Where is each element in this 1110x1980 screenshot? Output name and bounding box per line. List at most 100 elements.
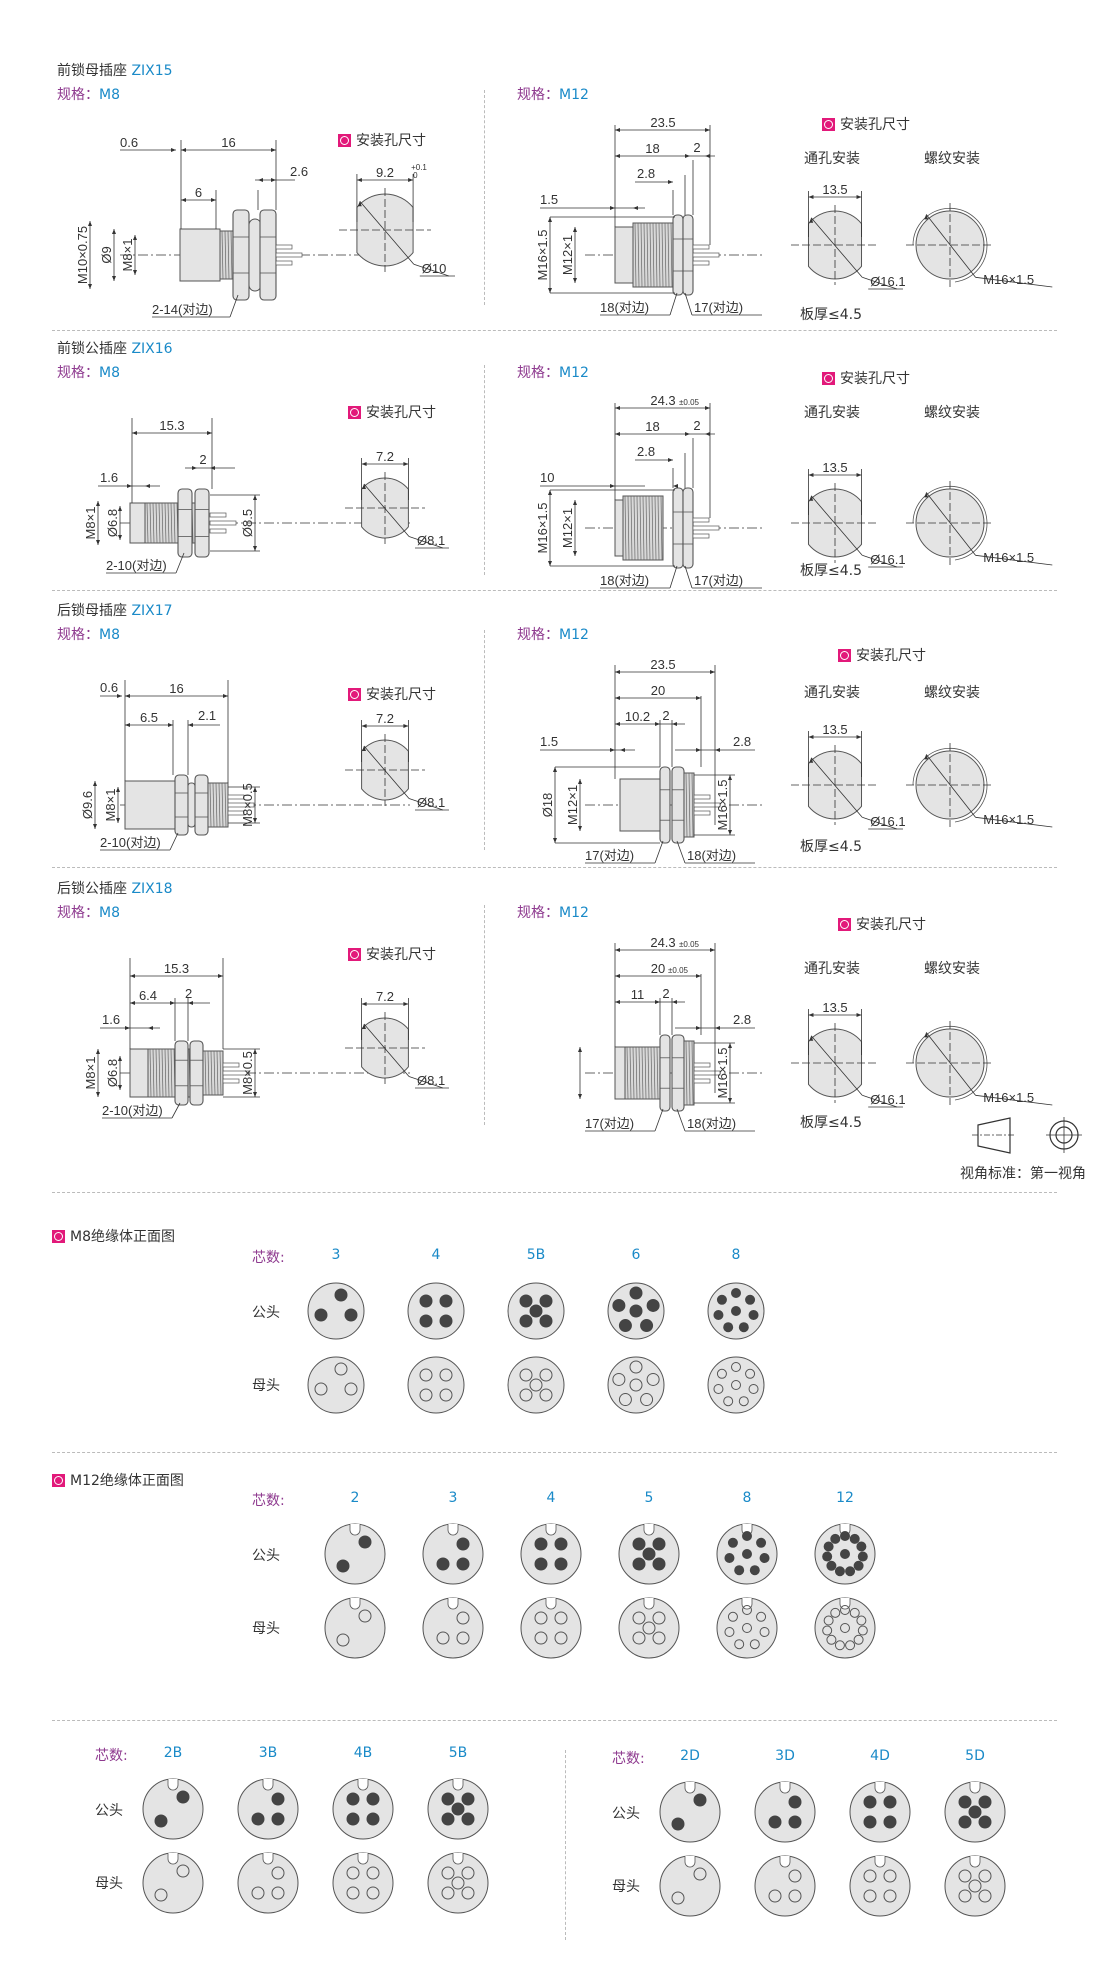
dimension-label: 1.6 (100, 470, 118, 485)
dimension-label: M8×0.5 (240, 1051, 255, 1095)
thread-line (656, 1046, 659, 1100)
key-notch (874, 1782, 886, 1794)
spec-prefix: 规格： (57, 87, 99, 103)
dimension-line (363, 1023, 410, 1077)
arrow-head (924, 492, 929, 498)
male-pin (731, 1288, 741, 1298)
male-pin (830, 1533, 841, 1544)
pin (692, 260, 710, 266)
thread-line (213, 1050, 216, 1096)
key-notch (684, 1856, 696, 1868)
dimension-label: M16×1.5 (535, 503, 550, 554)
arrow-head (808, 1013, 814, 1017)
arrow-head (573, 278, 577, 283)
arrow-head (96, 1092, 100, 1097)
arrow-head (253, 1049, 257, 1054)
female-pin-face-5 (427, 1852, 489, 1914)
spec-value: M8 (99, 905, 120, 921)
arrow-head (218, 974, 223, 978)
male-pin (251, 1812, 265, 1826)
spec-m12: 规格：M12 (517, 624, 589, 644)
spec-value: M12 (559, 905, 589, 921)
connector-body (179, 228, 221, 282)
key-notch (779, 1782, 791, 1794)
arrow-head (856, 1013, 862, 1017)
dimension-line (654, 1108, 664, 1132)
hex-nut (671, 766, 685, 844)
male-pin (346, 1792, 360, 1806)
female-socket (632, 1631, 646, 1645)
thread-line (651, 495, 654, 561)
arrow-head (96, 501, 100, 506)
section-bullet-icon (348, 947, 361, 961)
male-pin (439, 1314, 453, 1328)
male-pin (451, 1802, 465, 1816)
arrow-head (112, 229, 116, 234)
male-pin (554, 1537, 568, 1551)
male-pin (788, 1815, 802, 1829)
male-pin-face-12 (814, 1523, 876, 1585)
female-socket (646, 1372, 660, 1386)
dimension-label: M12×1 (560, 508, 575, 548)
thread-line (640, 222, 643, 288)
through-hole-label: 通孔安装 (804, 151, 860, 167)
dimension-label: Ø9 (99, 246, 114, 263)
female-socket (748, 1384, 759, 1395)
pin (692, 252, 720, 258)
insulator-outline (507, 1356, 565, 1414)
thread-line (629, 1046, 632, 1100)
key-notch (349, 1524, 361, 1536)
dimension-label: 7.2 (376, 449, 394, 464)
arrow-head (253, 818, 257, 823)
thread-line (633, 495, 636, 561)
male-pin (863, 1795, 877, 1809)
pin (209, 520, 237, 526)
arrow-head (924, 214, 929, 220)
thread-line (216, 1050, 219, 1096)
thread-line (146, 502, 149, 544)
dimension-line (363, 483, 410, 537)
pin (222, 1078, 240, 1084)
thread-line (650, 1046, 653, 1100)
thread-arc (912, 485, 988, 561)
dimension-label: 18(对边) (600, 573, 649, 588)
thread-line (207, 1050, 210, 1096)
dimension-line (925, 1032, 976, 1096)
thread-line (667, 222, 670, 288)
mounting-hole-label: 安装孔尺寸 (366, 687, 436, 703)
female-socket (834, 1640, 845, 1651)
arrow-head (127, 484, 132, 488)
female-socket (652, 1631, 666, 1645)
female-socket (742, 1605, 752, 1615)
insulator-outline (307, 1356, 365, 1414)
thread-hole-drawing: M16×1.5 (906, 743, 1053, 828)
thread-line (637, 222, 640, 288)
female-socket (958, 1889, 972, 1903)
female-socket (439, 1388, 453, 1402)
male-pin (745, 1294, 756, 1305)
arrow-head (253, 1092, 257, 1097)
female-socket (456, 1631, 470, 1645)
male-pin (642, 1547, 656, 1561)
female-socket (176, 1864, 190, 1878)
spec-m8: 规格：M8 (57, 624, 120, 644)
arrow-head (403, 724, 409, 728)
male-pin-face-3 (754, 1781, 816, 1843)
male-pin (716, 1294, 727, 1305)
female-socket (519, 1368, 533, 1382)
female-socket (849, 1607, 860, 1618)
hex-nut (189, 1040, 204, 1106)
section-bullet-icon (838, 917, 851, 931)
male-pin (632, 1557, 646, 1571)
column-divider (484, 365, 485, 575)
pin (222, 1070, 250, 1076)
female-row-label: 母头 (252, 1621, 280, 1637)
male-row-label: 公头 (252, 1305, 280, 1321)
arrow-head (253, 495, 257, 500)
male-pin (840, 1549, 850, 1559)
arrow-head (610, 206, 615, 210)
mounting-hole-label: 安装孔尺寸 (366, 947, 436, 963)
female-socket (336, 1633, 350, 1647)
m8-mounting-hole-drawing: 7.2Ø8.1 (345, 711, 449, 811)
